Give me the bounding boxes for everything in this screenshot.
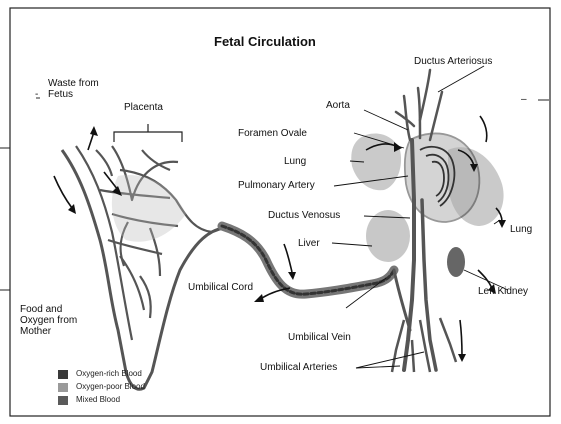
label-ductus-venosus: Ductus Venosus xyxy=(268,210,340,221)
dash-marker-right: – xyxy=(521,94,527,105)
legend-swatch xyxy=(58,396,68,405)
placenta-shading xyxy=(112,175,186,242)
label-placenta: Placenta xyxy=(124,102,163,113)
label-foramen-ovale: Foramen Ovale xyxy=(238,128,307,139)
label-umbilical-cord: Umbilical Cord xyxy=(188,282,253,293)
label-ductus-arteriosus: Ductus Arteriosus xyxy=(414,56,492,67)
placenta-bracket xyxy=(114,124,182,142)
label-liver: Liver xyxy=(298,238,320,249)
label-left-kidney: Left Kidney xyxy=(478,286,528,297)
label-waste-from-fetus: Waste from Fetus xyxy=(48,78,99,100)
label-lung-left: Lung xyxy=(284,156,306,167)
legend-swatch xyxy=(58,370,68,379)
label-aorta: Aorta xyxy=(326,100,350,111)
legend-label: Oxygen-rich Blood xyxy=(76,369,142,378)
left-kidney-shape xyxy=(447,247,465,277)
label-umbilical-vein: Umbilical Vein xyxy=(288,332,351,343)
label-umbilical-arteries: Umbilical Arteries xyxy=(260,362,337,373)
label-food-oxygen: Food and Oxygen from Mother xyxy=(20,304,77,337)
label-lung-right: Lung xyxy=(510,224,532,235)
label-pulmonary-artery: Pulmonary Artery xyxy=(238,180,315,191)
legend-label: Mixed Blood xyxy=(76,395,120,404)
dash-marker: - xyxy=(35,89,38,100)
diagram-title: Fetal Circulation xyxy=(214,34,316,49)
leg-vessels xyxy=(392,318,456,372)
legend-label: Oxygen-poor Blood xyxy=(76,382,145,391)
legend-swatch xyxy=(58,383,68,392)
